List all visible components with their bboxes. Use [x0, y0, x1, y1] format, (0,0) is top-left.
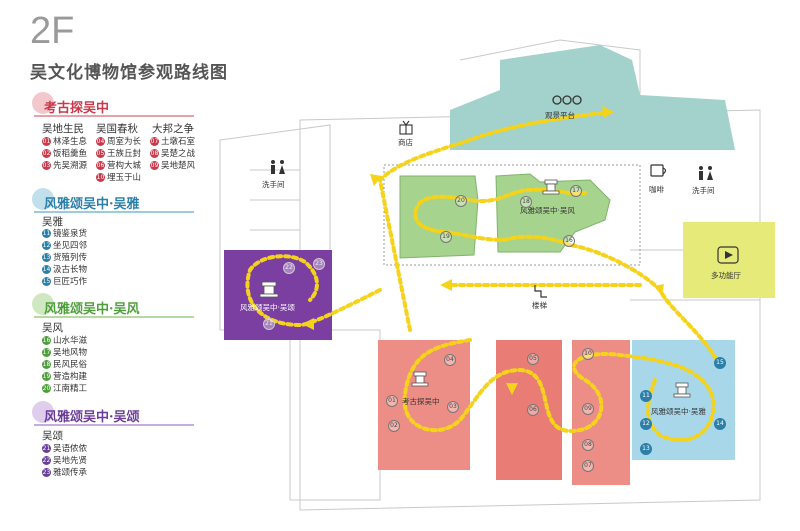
exhibit-badge: 15	[714, 357, 726, 369]
exhibit-badge: 01	[386, 395, 398, 407]
observation-deck-label: 观景平台	[545, 111, 575, 120]
legend-fengshi-label: 风雅颂吴中·吴风	[44, 302, 140, 317]
exhibit-badge: 17	[570, 185, 582, 197]
exhibit-badge: 02	[388, 420, 400, 432]
map-title: 吴文化博物馆参观路线图	[30, 63, 228, 83]
washroom-icon	[699, 166, 713, 180]
legend-yashi-title: 风雅颂吴中·吴雅	[26, 188, 140, 212]
legend-fengshi-title: 风雅颂吴中·吴风	[26, 293, 140, 317]
exhibit-badge: 22	[283, 262, 295, 274]
legend-sub: 吴雅	[42, 216, 63, 228]
divider	[34, 115, 194, 117]
legend-sub: 吴颂	[42, 430, 63, 442]
vase-icon	[411, 371, 429, 387]
hall-songshi-label: 风雅颂吴中·吴颂	[240, 303, 295, 312]
exhibit-badge: 03	[447, 401, 459, 413]
legend-yashi-label: 风雅颂吴中·吴雅	[44, 197, 140, 212]
washroom-icon	[271, 160, 285, 174]
stairs-label: 楼梯	[532, 301, 547, 310]
vase-icon	[259, 281, 279, 298]
hall-archaeology-label: 考古探吴中	[402, 397, 440, 406]
coffee-icon	[650, 164, 667, 177]
exhibit-badge: 23	[313, 258, 325, 270]
exhibit-badge: 13	[640, 443, 652, 455]
video-icon	[717, 246, 739, 264]
legend-songshi-title: 风雅颂吴中·吴颂	[26, 401, 140, 425]
multi-function-room	[683, 222, 775, 298]
legend-sub: 吴风	[42, 322, 63, 334]
legend-sub: 吴国春秋	[96, 123, 138, 135]
exhibit-badge: 10	[582, 348, 594, 360]
exhibit-badge: 06	[527, 404, 539, 416]
exhibit-badge: 11	[640, 390, 652, 402]
visit-route	[245, 110, 722, 442]
exhibit-badge: 04	[444, 354, 456, 366]
washroom-right-label: 洗手间	[692, 186, 715, 195]
exhibit-badge: 07	[582, 460, 594, 472]
vase-icon	[542, 179, 560, 195]
divider	[34, 424, 194, 426]
exhibit-badge: 08	[582, 439, 594, 451]
hall-yashi	[632, 340, 735, 460]
legend-archaeology-label: 考古探吴中	[44, 101, 110, 116]
divider	[34, 316, 194, 318]
floor-label: 2F	[30, 10, 75, 52]
exhibit-badge: 09	[582, 403, 594, 415]
vase-icon	[673, 382, 691, 398]
shop-label: 商店	[398, 138, 413, 147]
exhibit-badge: 05	[527, 353, 539, 365]
exhibit-badge: 18	[520, 196, 532, 208]
washroom-left-label: 洗手间	[262, 180, 285, 189]
legend-sub: 吴地生民	[42, 123, 84, 135]
exhibit-badge: 20	[455, 195, 467, 207]
hall-fengshi-left	[399, 175, 479, 259]
legend-archaeology-title: 考古探吴中	[26, 92, 110, 116]
exhibit-badge: 21	[263, 318, 275, 330]
multi-function-label: 多功能厅	[711, 271, 741, 280]
route-arrows	[302, 106, 664, 395]
cafe-label: 咖啡	[649, 185, 664, 194]
hall-archaeology-left	[378, 340, 470, 470]
divider	[34, 211, 194, 213]
stairs-icon	[534, 285, 547, 298]
legend-songshi-label: 风雅颂吴中·吴颂	[44, 410, 140, 425]
exhibit-badge: 14	[714, 418, 726, 430]
exhibit-badge: 19	[440, 231, 452, 243]
exhibit-badge: 12	[640, 418, 652, 430]
hall-yashi-label: 风雅颂吴中·吴雅	[651, 407, 706, 416]
binoculars-icon	[552, 95, 582, 105]
exhibit-badge: 16	[563, 235, 575, 247]
gift-icon	[399, 120, 413, 135]
hall-fengshi-label: 风雅颂吴中·吴风	[520, 206, 575, 215]
legend-sub: 大邦之争	[152, 123, 194, 135]
atrium-outline	[383, 164, 641, 266]
